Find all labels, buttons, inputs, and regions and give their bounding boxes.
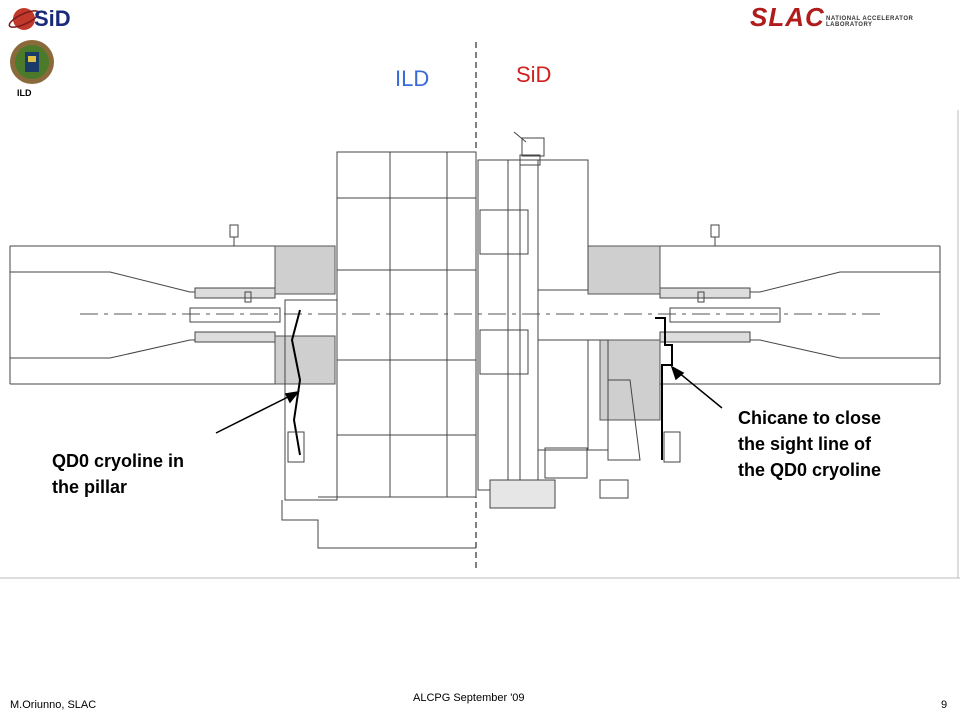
- footer-author: M.Oriunno, SLAC: [10, 699, 97, 711]
- sid-logo-text: SiD: [34, 6, 71, 31]
- ild-heading: ILD: [395, 66, 430, 91]
- callout-left-line-1: QD0 cryoline in: [52, 451, 185, 471]
- sid-logo: [8, 8, 40, 30]
- sid-heading: SiD: [516, 62, 552, 87]
- callout-chicane: Chicane to close the sight line of the Q…: [738, 405, 938, 483]
- ild-badge-label: ILD: [17, 88, 32, 98]
- page-number: 9: [941, 699, 948, 711]
- ild-logo-icon: [10, 40, 54, 84]
- footer-event: ALCPG September '09: [413, 692, 525, 704]
- callout-right-line-2: the sight line of: [738, 434, 871, 454]
- slac-subtitle: NATIONAL ACCELERATOR LABORATORY: [826, 16, 914, 28]
- slac-logo: SLAC: [750, 2, 825, 32]
- callout-left-line-2: the pillar: [52, 477, 128, 497]
- callout-qd0-cryoline: QD0 cryoline in the pillar: [52, 448, 252, 500]
- callout-right-line-1: Chicane to close: [738, 408, 882, 428]
- callout-right-line-3: the QD0 cryoline: [738, 460, 882, 480]
